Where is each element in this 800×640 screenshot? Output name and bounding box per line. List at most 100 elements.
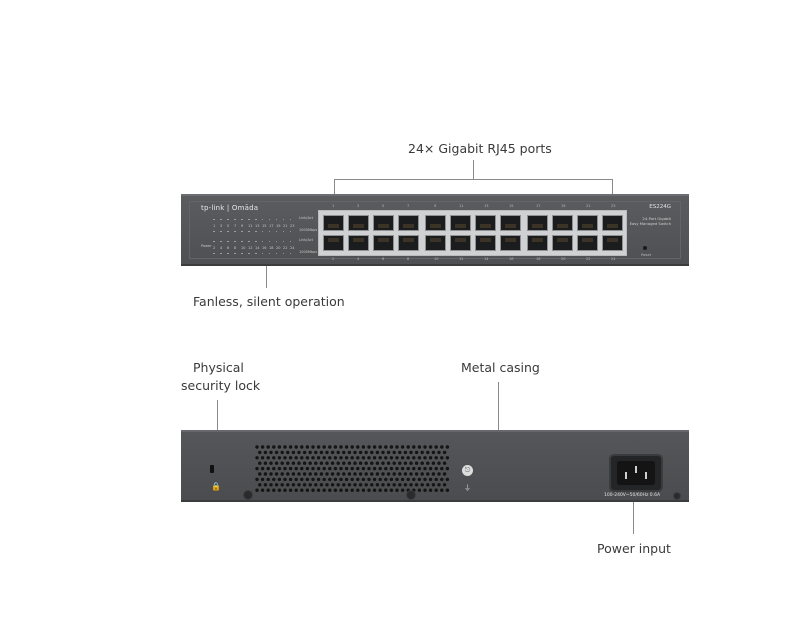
rj45-port-18[interactable] — [527, 235, 548, 251]
rj45-port-11[interactable] — [450, 215, 471, 231]
vent-hole — [370, 472, 374, 476]
port-number-label: 18 — [536, 257, 541, 261]
vent-hole — [328, 466, 332, 471]
vent-hole — [302, 461, 307, 465]
vent-hole — [342, 472, 346, 476]
vent-hole — [297, 483, 301, 487]
vent-hole — [269, 483, 273, 487]
vent-hole — [294, 477, 298, 482]
led-port-number: 16 — [262, 245, 267, 250]
led-port-number: 14 — [255, 245, 260, 250]
vent-hole — [258, 450, 262, 455]
vent-hole — [428, 466, 433, 471]
rj45-port-21[interactable] — [577, 215, 598, 231]
led-indicator — [254, 218, 257, 221]
rj45-port-19[interactable] — [552, 215, 573, 231]
rj45-port-17[interactable] — [527, 215, 548, 231]
vent-hole — [381, 483, 385, 487]
security-lock-slot — [210, 465, 214, 473]
vent-hole — [325, 483, 329, 487]
vent-hole — [426, 461, 430, 465]
rj45-port-22[interactable] — [577, 235, 598, 251]
vent-hole — [431, 483, 436, 487]
vent-hole — [274, 461, 279, 465]
power-socket[interactable] — [609, 454, 663, 492]
vent-hole — [347, 472, 352, 476]
model-description: 24-Port Gigabit Easy Managed Switch — [630, 216, 671, 226]
rj45-port-20[interactable] — [552, 235, 573, 251]
rj45-port-12[interactable] — [450, 235, 471, 251]
rj45-port-13[interactable] — [475, 215, 496, 231]
vent-hole — [372, 477, 377, 482]
vent-hole — [277, 488, 282, 492]
vent-hole — [412, 456, 416, 460]
led-port-number: 7 — [234, 223, 237, 228]
vent-hole — [440, 477, 444, 482]
port-number-label: 19 — [561, 204, 566, 208]
led-label: 1000Mbps — [299, 250, 318, 254]
vent-hole — [420, 461, 424, 465]
reset-button[interactable] — [643, 246, 647, 250]
vent-hole — [442, 461, 447, 465]
vent-hole — [412, 445, 416, 449]
rj45-port-24[interactable] — [602, 235, 623, 251]
vent-hole — [325, 461, 329, 465]
rj45-port-6[interactable] — [373, 235, 394, 251]
led-indicator — [247, 252, 250, 255]
vent-hole — [358, 461, 363, 465]
vent-hole — [288, 477, 293, 482]
vent-hole — [445, 477, 450, 482]
rj45-port-16[interactable] — [500, 235, 521, 251]
vent-hole — [358, 450, 363, 455]
vent-hole — [342, 461, 346, 465]
rj45-port-2[interactable] — [323, 235, 344, 251]
rj45-port-10[interactable] — [425, 235, 446, 251]
led-indicator — [240, 218, 243, 221]
led-port-number: 17 — [269, 223, 274, 228]
vent-hole — [400, 456, 405, 460]
vent-hole — [389, 466, 394, 471]
vent-hole — [398, 472, 402, 476]
vent-hole — [414, 461, 419, 465]
vent-hole — [330, 472, 335, 476]
vent-hole — [367, 466, 371, 471]
vent-hole — [378, 488, 382, 492]
rj45-port-14[interactable] — [475, 235, 496, 251]
rj45-port-8[interactable] — [398, 235, 419, 251]
vent-hole — [426, 483, 430, 487]
vent-hole — [314, 450, 318, 455]
led-port-number: 24 — [290, 245, 295, 250]
callout-ports-stem — [473, 160, 474, 179]
vent-hole — [255, 445, 259, 449]
rj45-port-5[interactable] — [373, 215, 394, 231]
vent-hole — [375, 483, 380, 487]
rj45-port-4[interactable] — [348, 235, 369, 251]
rj45-port-7[interactable] — [398, 215, 419, 231]
rj45-port-23[interactable] — [602, 215, 623, 231]
port-number-label: 5 — [382, 204, 385, 208]
vent-hole — [437, 461, 441, 465]
vent-hole — [283, 445, 287, 449]
vent-hole — [414, 483, 419, 487]
vent-hole — [255, 488, 259, 492]
vent-hole — [302, 472, 307, 476]
vent-hole — [336, 483, 340, 487]
port-number-label: 17 — [536, 204, 541, 208]
callout-lock-line1: Physical — [193, 360, 244, 375]
port-number-label: 14 — [484, 257, 489, 261]
vent-hole — [398, 461, 402, 465]
led-indicator — [268, 240, 271, 243]
rj45-port-3[interactable] — [348, 215, 369, 231]
rj45-port-15[interactable] — [500, 215, 521, 231]
vent-hole — [336, 450, 340, 455]
vent-hole — [272, 488, 276, 492]
callout-ports: 24× Gigabit RJ45 ports — [408, 141, 552, 156]
vent-hole — [291, 461, 296, 465]
vent-hole — [272, 466, 276, 471]
rj45-port-9[interactable] — [425, 215, 446, 231]
padlock-icon: 🔒 — [211, 482, 221, 491]
vent-hole — [384, 445, 388, 449]
rj45-port-1[interactable] — [323, 215, 344, 231]
led-label: Link/Act — [299, 216, 313, 220]
